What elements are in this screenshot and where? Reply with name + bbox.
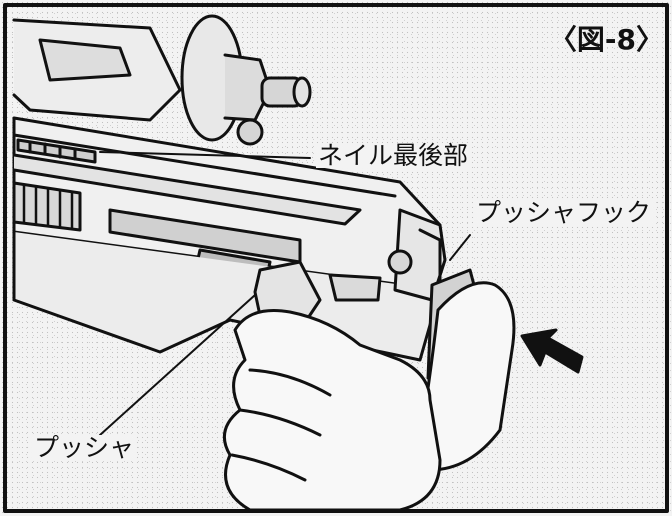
figure-number: 〈図-8〉 (548, 23, 664, 56)
label-pusher-hook: プッシャフック (474, 198, 654, 227)
label-nail-rear: ネイル最後部 (316, 141, 471, 170)
label-pusher: プッシャ (32, 433, 137, 462)
